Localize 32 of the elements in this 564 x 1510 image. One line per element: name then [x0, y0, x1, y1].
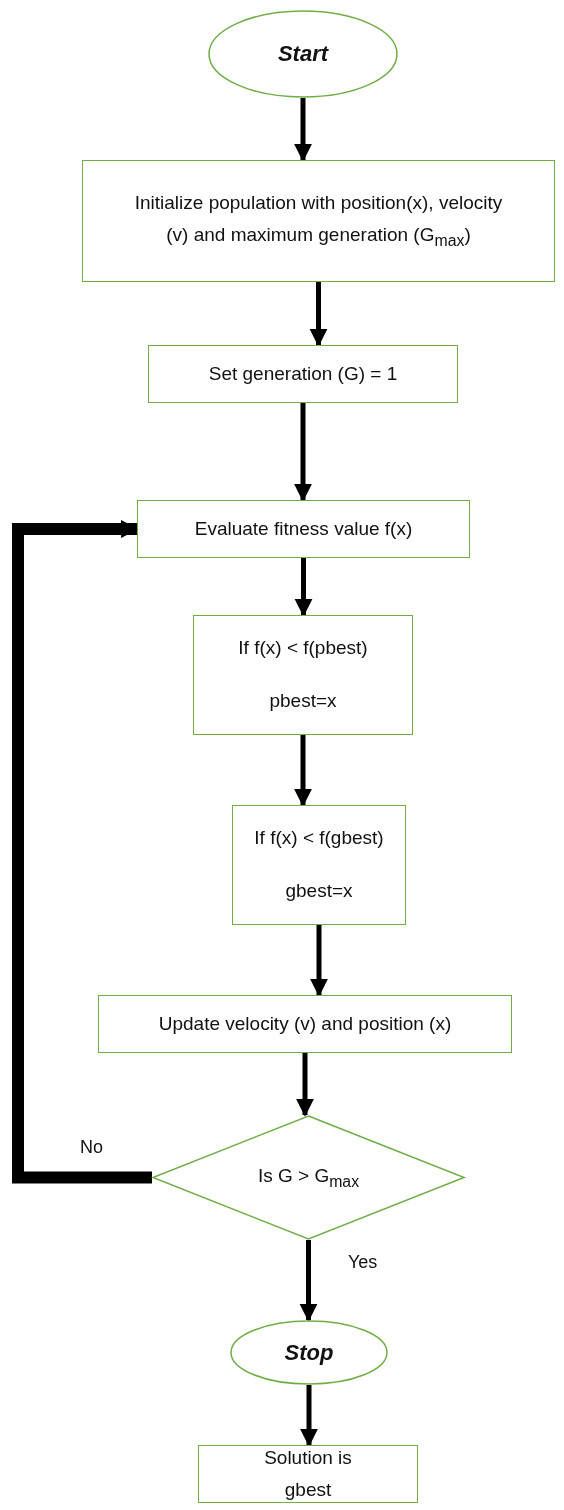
node-text: Solution is gbest: [263, 1445, 353, 1502]
node-text: If f(x) < f(pbest): [238, 636, 368, 661]
node-text: Start: [277, 40, 329, 69]
arrow: [310, 925, 328, 997]
node-text: Stop: [284, 1338, 334, 1367]
arrow: [300, 1385, 318, 1447]
node-text: Update velocity (v) and position (x): [158, 1011, 452, 1036]
node-text: Initialize population with position(x), velocity (v) and maximum generation (G$_{max}$): [133, 191, 504, 252]
arrow: [294, 735, 312, 807]
node-text: gbest=x: [285, 879, 353, 904]
arrow: [12, 520, 152, 1184]
process-box: [98, 995, 512, 1053]
terminal-ellipse: [230, 1320, 388, 1385]
arrow: [294, 98, 312, 162]
node-text: Is G > G$_{max}$: [257, 1163, 360, 1192]
arrow: [294, 558, 313, 617]
arrow: [294, 403, 312, 502]
terminal-ellipse: [208, 10, 398, 98]
process-box: [232, 805, 406, 925]
node-text: If f(x) < f(gbest): [254, 826, 384, 851]
node-text: pbest=x: [269, 689, 337, 714]
decision-diamond: [152, 1115, 465, 1240]
node-text: Set generation (G) = 1: [208, 361, 398, 386]
arrow: [309, 282, 328, 347]
arrow: [299, 1240, 318, 1322]
process-box: [198, 1445, 418, 1503]
process-box: [137, 500, 470, 558]
process-box: [193, 615, 413, 735]
process-box: [82, 160, 555, 282]
node-text: Evaluate fitness value f(x): [194, 516, 413, 541]
process-box: [148, 345, 458, 403]
arrow: [296, 1053, 314, 1117]
